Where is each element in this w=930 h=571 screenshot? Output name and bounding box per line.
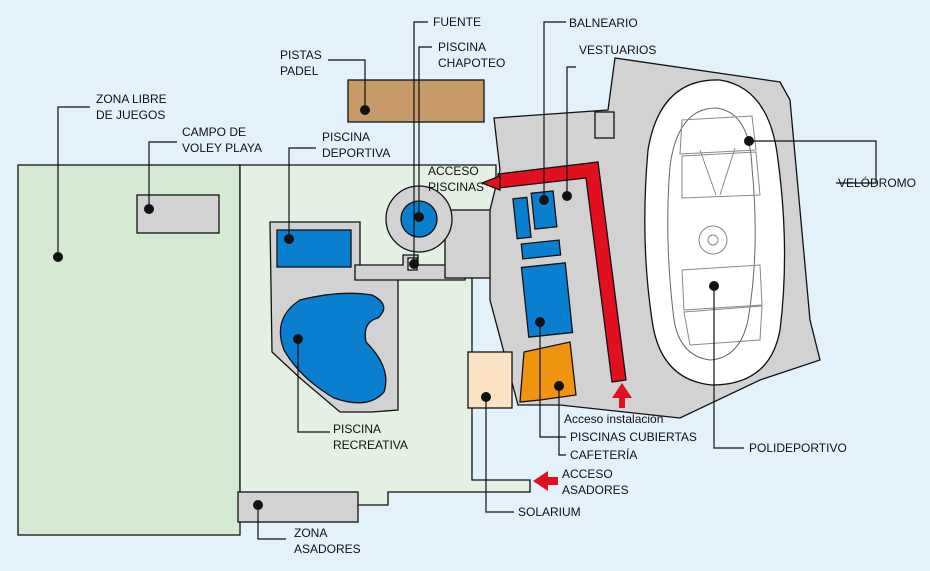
building-annex [594, 111, 615, 139]
label-piscina-recreativa-1: PISCINA [333, 422, 381, 436]
label-piscina-deportiva-1: PISCINA [322, 130, 370, 144]
indoor-pool-main [520, 262, 574, 338]
acceso-instalacion-arrow [612, 383, 632, 408]
walkway-right [444, 209, 496, 279]
indoor-pool-3 [520, 239, 562, 260]
label-acceso-piscinas-2: PISCINAS [428, 180, 484, 194]
label-piscina-chapoteo-1: PISCINA [438, 40, 486, 54]
label-pistas-padel-2: PADEL [280, 64, 319, 78]
acceso-asadores-arrow [533, 471, 558, 491]
cafeteria-area [519, 341, 577, 403]
pistas-padel-court [347, 79, 485, 123]
label-piscinas-cubiertas: PISCINAS CUBIERTAS [570, 430, 697, 444]
label-cafeteria: CAFETERÍA [570, 447, 637, 462]
label-fuente: FUENTE [433, 15, 481, 29]
label-polideportivo: POLIDEPORTIVO [749, 441, 847, 455]
campo-voley-court [136, 194, 220, 234]
label-acceso-asadores-2: ASADORES [562, 483, 629, 497]
label-piscina-deportiva-2: DEPORTIVA [322, 146, 390, 160]
label-acceso-asadores-1: ACCESO [562, 467, 613, 481]
label-balneario: BALNEARIO [569, 16, 638, 30]
label-solarium: SOLARIUM [518, 505, 581, 519]
label-zona-libre-2: DE JUEGOS [96, 108, 165, 122]
label-piscina-recreativa-2: RECREATIVA [333, 438, 408, 452]
label-campo-voley-2: VOLEY PLAYA [182, 141, 262, 155]
polideportivo-courts [679, 115, 763, 346]
acceso-piscinas-arrow [480, 175, 501, 191]
indoor-pool-1 [512, 196, 532, 240]
label-campo-voley-1: CAMPO DE [182, 125, 246, 139]
label-vestuarios: VESTUARIOS [579, 43, 656, 57]
label-acceso-piscinas-1: ACCESO [428, 164, 479, 178]
label-zona-asadores-2: ASADORES [294, 542, 361, 556]
label-acceso-instalacion: Acceso instalación [564, 412, 663, 426]
velodromo-infield [667, 107, 756, 361]
label-pistas-padel-1: PISTAS [280, 48, 322, 62]
label-piscina-chapoteo-2: CHAPOTEO [438, 56, 505, 70]
indoor-pool-2 [530, 190, 558, 230]
leader-lines [57, 21, 877, 540]
label-zona-asadores-1: ZONA [294, 526, 327, 540]
marker-dots [53, 105, 754, 510]
label-zona-libre-1: ZONA LIBRE [96, 92, 167, 106]
piscina-recreativa-pool [279, 292, 387, 404]
label-velodromo: VELÓDROMO [838, 175, 916, 190]
